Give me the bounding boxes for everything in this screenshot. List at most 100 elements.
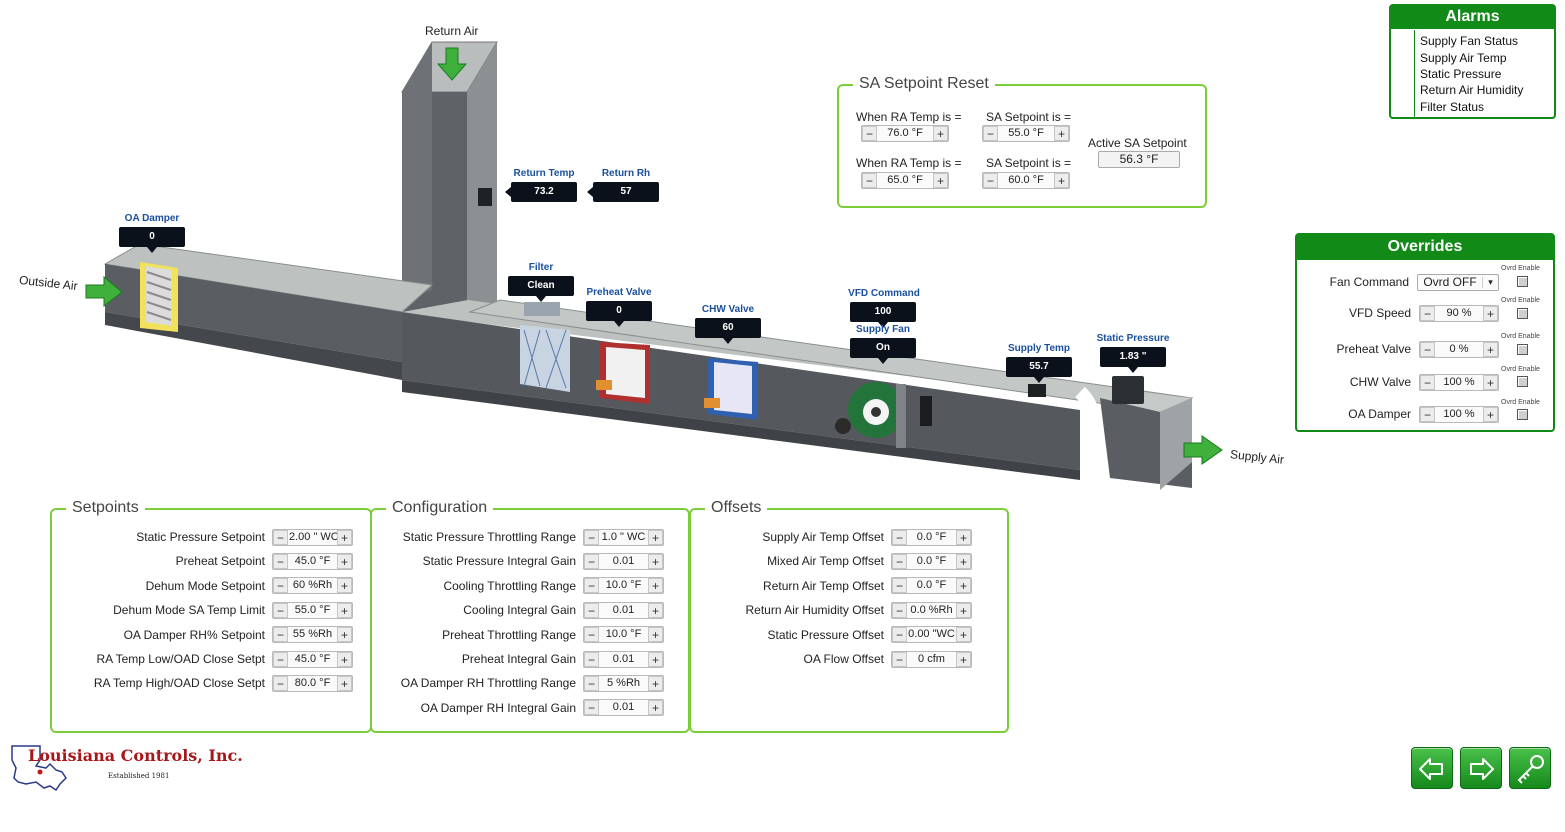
forward-button[interactable]	[1460, 747, 1502, 789]
sa-setpoint-1-value[interactable]: 55.0 °F	[1008, 126, 1044, 139]
setpoints-stepper[interactable]: −55 %Rh +	[272, 626, 353, 644]
decrement-button[interactable]: −	[1420, 341, 1435, 357]
configuration-row-value[interactable]: 1.0 " WC	[601, 530, 646, 543]
alarm-supply-air-temp[interactable]: Supply Air Temp	[1420, 51, 1507, 65]
increment-button[interactable]: +	[1483, 374, 1498, 390]
decrement-button[interactable]: −	[584, 675, 599, 691]
decrement-button[interactable]: −	[862, 172, 877, 188]
increment-button[interactable]: +	[337, 627, 352, 643]
decrement-button[interactable]: −	[273, 627, 288, 643]
decrement-button[interactable]: −	[273, 529, 288, 545]
ra-temp-2-stepper[interactable]: −65.0 °F +	[861, 171, 949, 189]
configuration-stepper[interactable]: −0.01+	[583, 650, 664, 668]
ra-temp-1-value[interactable]: 76.0 °F	[887, 126, 923, 139]
offsets-row-value[interactable]: 0.0 °F	[916, 530, 947, 543]
decrement-button[interactable]: −	[892, 578, 907, 594]
configuration-row-value[interactable]: 0.01	[612, 701, 635, 714]
increment-button[interactable]: +	[956, 627, 971, 643]
decrement-button[interactable]: −	[584, 602, 599, 618]
alarm-supply-fan-status[interactable]: Supply Fan Status	[1420, 34, 1519, 48]
decrement-button[interactable]: −	[892, 529, 907, 545]
sa-setpoint-2-value[interactable]: 60.0 °F	[1008, 173, 1044, 186]
decrement-button[interactable]: −	[273, 675, 288, 691]
vfd-command-value[interactable]: 100	[850, 302, 916, 328]
chw-valve-ovrd-checkbox[interactable]	[1517, 376, 1528, 387]
supply-fan-value[interactable]: On	[850, 338, 916, 364]
oa-damper-value[interactable]: 0	[119, 227, 185, 253]
setpoints-stepper[interactable]: −2.00 " WC+	[272, 528, 353, 546]
increment-button[interactable]: +	[956, 602, 971, 618]
offsets-stepper[interactable]: −0.0 °F +	[891, 552, 972, 570]
setpoints-row-value[interactable]: 80.0 °F	[294, 676, 331, 689]
configuration-stepper[interactable]: −5 %Rh +	[583, 674, 664, 692]
setpoints-row-value[interactable]: 55.0 °F	[294, 603, 331, 616]
decrement-button[interactable]: −	[1420, 305, 1435, 321]
vfd-speed-value[interactable]: 90 %	[1446, 306, 1472, 319]
increment-button[interactable]: +	[648, 529, 663, 545]
decrement-button[interactable]: −	[1420, 406, 1435, 422]
decrement-button[interactable]: −	[983, 125, 998, 141]
alarm-static-pressure[interactable]: Static Pressure	[1420, 67, 1502, 81]
decrement-button[interactable]: −	[1420, 374, 1435, 390]
increment-button[interactable]: +	[933, 172, 948, 188]
chw-valve-value[interactable]: 100 %	[1443, 375, 1475, 388]
increment-button[interactable]: +	[337, 675, 352, 691]
increment-button[interactable]: +	[1054, 125, 1069, 141]
static-pressure-value[interactable]: 1.83 "	[1100, 347, 1166, 373]
decrement-button[interactable]: −	[273, 553, 288, 569]
decrement-button[interactable]: −	[983, 172, 998, 188]
increment-button[interactable]: +	[933, 125, 948, 141]
increment-button[interactable]: +	[337, 651, 352, 667]
increment-button[interactable]: +	[1483, 406, 1498, 422]
decrement-button[interactable]: −	[584, 700, 599, 716]
increment-button[interactable]: +	[956, 651, 971, 667]
return-rh-value[interactable]: 57	[587, 182, 659, 202]
increment-button[interactable]: +	[1054, 172, 1069, 188]
setpoints-stepper[interactable]: −45.0 °F+	[272, 552, 353, 570]
configuration-stepper[interactable]: −10.0 °F+	[583, 626, 664, 644]
offsets-row-value[interactable]: 0.0 °F	[916, 554, 947, 567]
setpoints-row-value[interactable]: 60 %Rh	[292, 579, 333, 592]
offsets-row-value[interactable]: 0 cfm	[918, 652, 945, 665]
offsets-stepper[interactable]: −0.0 °F +	[891, 528, 972, 546]
decrement-button[interactable]: −	[892, 602, 907, 618]
decrement-button[interactable]: −	[273, 602, 288, 618]
decrement-button[interactable]: −	[273, 651, 288, 667]
offsets-stepper[interactable]: −0.00 "WC+	[891, 626, 972, 644]
setpoints-stepper[interactable]: −60 %Rh+	[272, 577, 353, 595]
supply-temp-value[interactable]: 55.7	[1006, 357, 1072, 383]
increment-button[interactable]: +	[956, 529, 971, 545]
decrement-button[interactable]: −	[584, 553, 599, 569]
setpoints-row-value[interactable]: 2.00 " WC	[289, 530, 337, 543]
increment-button[interactable]: +	[648, 602, 663, 618]
setpoints-row-value[interactable]: 45.0 °F	[294, 652, 331, 665]
setpoints-row-value[interactable]: 45.0 °F	[294, 554, 331, 567]
configuration-stepper[interactable]: −0.01+	[583, 552, 664, 570]
filter-value[interactable]: Clean	[508, 276, 574, 302]
increment-button[interactable]: +	[956, 553, 971, 569]
setpoints-stepper[interactable]: −45.0 °F +	[272, 650, 353, 668]
decrement-button[interactable]: −	[584, 578, 599, 594]
configuration-row-value[interactable]: 5 %Rh	[606, 676, 641, 689]
preheat-valve-value[interactable]: 0 %	[1449, 342, 1469, 355]
configuration-stepper[interactable]: −10.0 °F+	[583, 577, 664, 595]
alarm-return-air-humidity[interactable]: Return Air Humidity	[1420, 83, 1524, 97]
vfd-speed-ovrd-checkbox[interactable]	[1517, 308, 1528, 319]
setpoints-stepper[interactable]: −80.0 °F +	[272, 674, 353, 692]
increment-button[interactable]: +	[648, 675, 663, 691]
increment-button[interactable]: +	[648, 651, 663, 667]
decrement-button[interactable]: −	[892, 553, 907, 569]
increment-button[interactable]: +	[337, 578, 352, 594]
offsets-stepper[interactable]: −0.0 %Rh+	[891, 601, 972, 619]
offsets-stepper[interactable]: −0 cfm+	[891, 650, 972, 668]
configuration-stepper[interactable]: −0.01 +	[583, 601, 664, 619]
ra-temp-2-value[interactable]: 65.0 °F	[887, 173, 923, 186]
offsets-stepper[interactable]: −0.0 °F+	[891, 577, 972, 595]
increment-button[interactable]: +	[1483, 341, 1498, 357]
increment-button[interactable]: +	[648, 578, 663, 594]
offsets-row-value[interactable]: 0.0 %Rh	[910, 603, 953, 616]
decrement-button[interactable]: −	[584, 627, 599, 643]
setpoints-row-value[interactable]: 55 %Rh	[292, 628, 333, 641]
configuration-row-value[interactable]: 0.01	[612, 603, 635, 616]
decrement-button[interactable]: −	[584, 651, 599, 667]
